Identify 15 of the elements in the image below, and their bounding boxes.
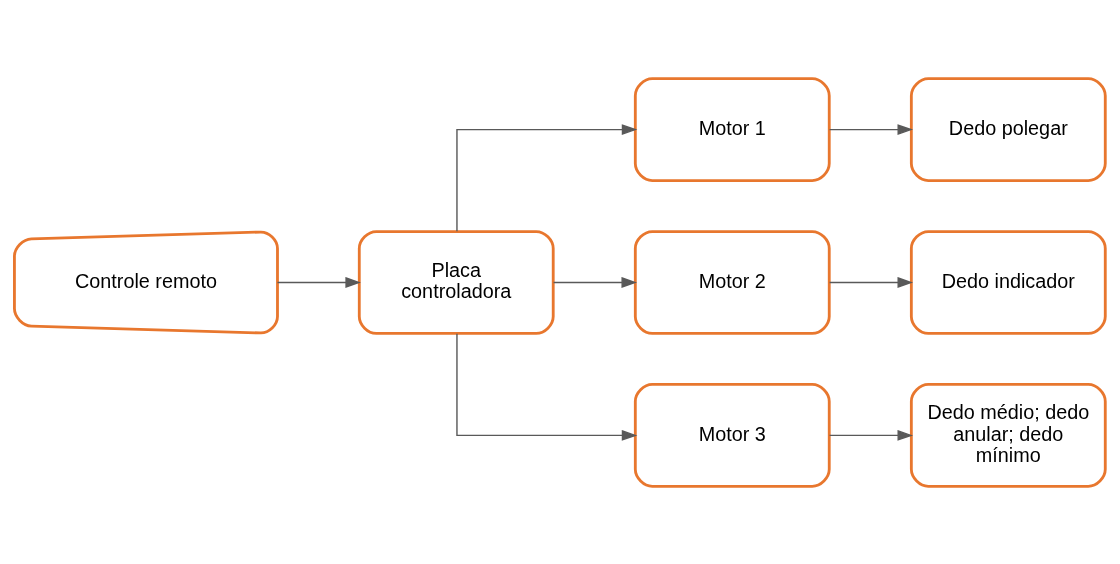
arrow [828,429,914,441]
node-box: Motor 3 [633,382,831,488]
arrow [276,276,361,288]
node-box: Dedo médio; dedo anular; dedo mínimo [909,382,1107,488]
node-box: Placa controladora [357,229,555,335]
node-box: Motor 1 [633,76,831,182]
node-box: Dedo polegar [909,76,1107,182]
arrow [552,276,638,288]
node-box: Dedo indicador [909,229,1107,335]
arrow [456,123,638,232]
arrow [456,332,638,441]
arrow [828,276,914,288]
arrow [828,123,914,135]
node-box: Controle remoto [13,230,279,334]
node-box: Motor 2 [633,229,831,335]
